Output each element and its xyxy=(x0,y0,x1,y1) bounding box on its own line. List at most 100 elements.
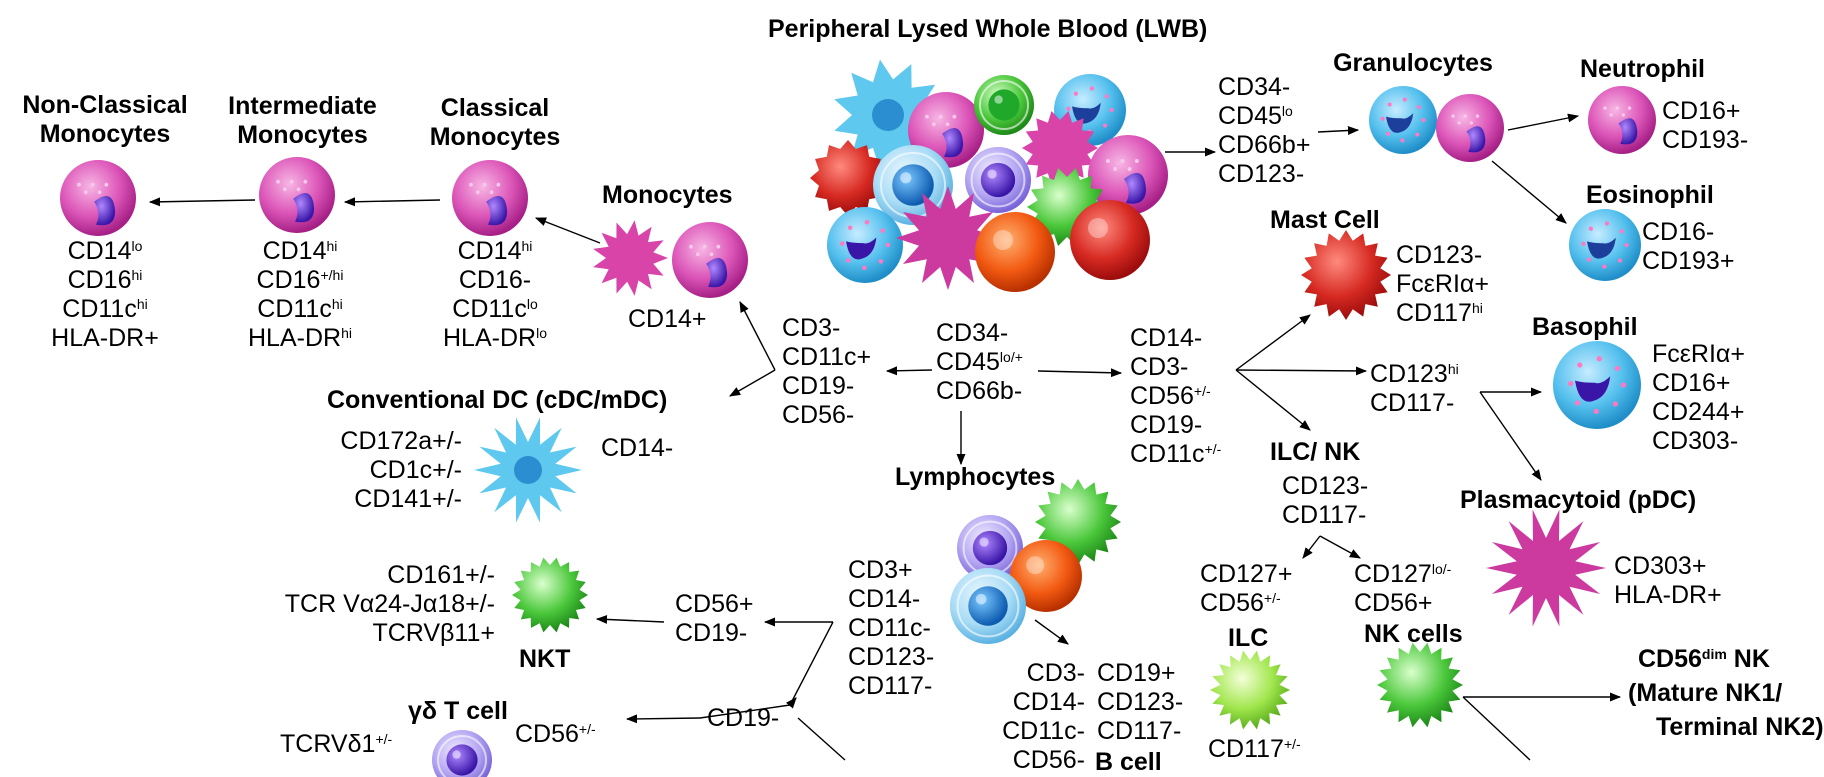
markers-classical: CD14hi CD16- CD11clo HLA-DRlo xyxy=(443,237,547,352)
markers-pdc: CD303+HLA-DR+ xyxy=(1614,552,1722,609)
markers-cdc-left: CD172a+/-CD1c+/-CD141+/- xyxy=(340,427,462,513)
markers-gd-gate: CD19- xyxy=(707,704,780,732)
markers-monocytes: CD14+ xyxy=(628,305,707,333)
arrow-branch-gd xyxy=(786,697,797,709)
arrow-root-lin xyxy=(1037,368,1123,378)
title-granulocytes: Granulocytes xyxy=(1333,49,1493,77)
lwb-lymphocyte-green xyxy=(974,75,1034,135)
cell-lineage-diagram xyxy=(60,59,1656,777)
markers-cd123hi-gate: CD123hi CD117- xyxy=(1370,360,1459,417)
lwb-pdc xyxy=(896,186,1000,290)
cells xyxy=(60,59,1656,777)
arrow-nkt-gate-nkt xyxy=(595,614,665,624)
markers-intermediate: CD14hi CD16+/hi CD11chi HLA-DRhi xyxy=(248,237,352,352)
markers-cdc-right: CD14- xyxy=(601,434,674,462)
ilc-icon xyxy=(1210,650,1290,730)
markers-neutrophil: CD16+CD193- xyxy=(1662,97,1749,154)
title-mast-cell: Mast Cell xyxy=(1270,206,1380,234)
markers-ilc-nk-gate: CD123-CD117- xyxy=(1282,472,1369,529)
mast-cell-icon xyxy=(1301,230,1391,320)
arrow-myeloid-monocytes xyxy=(739,301,776,371)
arrow-lin-cd123hi xyxy=(1235,366,1368,376)
title-b-cell-partial: B cell xyxy=(1095,748,1162,776)
nk-cell-icon xyxy=(1377,642,1463,728)
arrow-intermediate-nonclassical xyxy=(148,197,256,207)
markers-t-gate: CD3+CD14-CD11c-CD123-CD117- xyxy=(848,556,935,700)
title-ilc: ILC xyxy=(1228,624,1269,652)
arrow-ilcnk-nk xyxy=(1319,535,1361,559)
arrow-gate-granulocytes xyxy=(1317,126,1360,135)
title-terminal-nk2: Terminal NK2) xyxy=(1656,713,1824,741)
monocytes-icon xyxy=(672,222,748,298)
lwb-pdc-small xyxy=(1022,111,1098,185)
lwb-mast-cell xyxy=(810,140,886,216)
arrow-classical-intermediate xyxy=(343,197,441,207)
arrow-granulocytes-neutrophil xyxy=(1507,113,1580,131)
lwb-orange-cell xyxy=(975,212,1055,292)
title-pdc: Plasmacytoid (pDC) xyxy=(1460,486,1697,514)
title-nkt: NKT xyxy=(519,645,571,673)
markers-basophil: FcεRIα+CD16+CD244+CD303- xyxy=(1652,340,1745,455)
title-mature-nk1: (Mature NK1/ xyxy=(1628,679,1783,707)
markers-root-gate: CD34- CD45lo/+ CD66b- xyxy=(936,319,1023,405)
arrow-monocytes-classical xyxy=(534,217,601,244)
arrow-nk-down xyxy=(1462,696,1531,761)
arrow-cd123hi-pdc xyxy=(1479,391,1542,481)
arrow-root-myeloid xyxy=(885,366,933,376)
markers-b-gate-left: CD3-CD14-CD11c-CD56- xyxy=(1002,659,1085,774)
title-cdc: Conventional DC (cDC/mDC) xyxy=(327,386,668,414)
title-ilc-nk: ILC/ NK xyxy=(1270,438,1361,466)
neutrophil-icon xyxy=(1588,86,1656,154)
markers-eosinophil: CD16-CD193+ xyxy=(1642,218,1735,275)
markers-nk-gate: CD127lo/- CD56+ xyxy=(1354,560,1452,617)
basophil-icon xyxy=(1553,341,1641,429)
pdc-icon xyxy=(1486,509,1606,627)
lymph-blue-cell xyxy=(950,568,1026,644)
title-monocytes: Monocytes xyxy=(602,181,733,209)
arrow-lymph-t xyxy=(699,704,791,719)
title-basophil: Basophil xyxy=(1532,313,1638,341)
arrow-gd-gate-down xyxy=(797,717,846,761)
arrow-myeloid-cdc xyxy=(729,369,776,397)
arrow-t-branch xyxy=(789,621,834,706)
lwb-lymphocyte-purple xyxy=(965,147,1031,213)
classical-monocyte-icon xyxy=(452,160,528,236)
title-lymphocytes: Lymphocytes xyxy=(895,463,1056,491)
lymph-orange-cell xyxy=(1010,540,1082,612)
title-lwb: Peripheral Lysed Whole Blood (LWB) xyxy=(768,15,1208,43)
arrow-lin-mast xyxy=(1235,314,1311,371)
arrow-granulocytes-eosinophil xyxy=(1491,160,1567,224)
markers-gd: TCRVδ1+/- xyxy=(280,730,393,758)
granulocyte-eosinophil-icon xyxy=(1369,86,1437,154)
nkt-icon xyxy=(512,557,588,633)
markers-lin-gate: CD14- CD3- CD56+/- CD19- CD11c+/- xyxy=(1130,324,1222,468)
title-nk-cells: NK cells xyxy=(1364,620,1463,648)
nonclassical-monocyte-icon xyxy=(60,160,136,236)
intermediate-monocyte-icon xyxy=(259,157,335,233)
title-neutrophil: Neutrophil xyxy=(1580,55,1705,83)
markers-ilc-cd117: CD117+/- xyxy=(1208,735,1301,763)
markers-myeloid-gate: CD3-CD11c+CD19-CD56- xyxy=(782,314,872,429)
markers-b-gate-right: CD19+CD123-CD117- xyxy=(1097,659,1184,745)
markers-nkt-gate: CD56+CD19- xyxy=(675,590,754,647)
title-cd56dim-nk: CD56dim NK xyxy=(1638,645,1770,673)
arrows xyxy=(148,113,1622,761)
arrow-gd-gate-gd xyxy=(625,714,701,724)
eosinophil-icon xyxy=(1569,209,1641,281)
markers-ilc-gate: CD127+ CD56+/- xyxy=(1200,560,1293,617)
lwb-red-cell xyxy=(1070,200,1150,280)
monocytes-small-icon xyxy=(593,220,668,296)
markers-nkt: CD161+/-TCR Vα24-Jα18+/-TCRVβ11+ xyxy=(284,561,495,647)
arrow-ilcnk-ilc xyxy=(1302,535,1321,559)
markers-nonclassical: CD14lo CD16hi CD11chi HLA-DR+ xyxy=(51,237,159,352)
arrow-lymph-bcell xyxy=(1034,619,1069,645)
markers-mast-cell: CD123- FcεRIα+ CD117hi xyxy=(1396,241,1489,327)
lwb-dendritic-nucleus xyxy=(872,99,904,131)
title-eosinophil: Eosinophil xyxy=(1586,181,1714,209)
lwb-neutrophil xyxy=(1088,135,1168,215)
cdc-nucleus xyxy=(514,456,542,484)
gd-t-cell-icon xyxy=(432,730,492,777)
